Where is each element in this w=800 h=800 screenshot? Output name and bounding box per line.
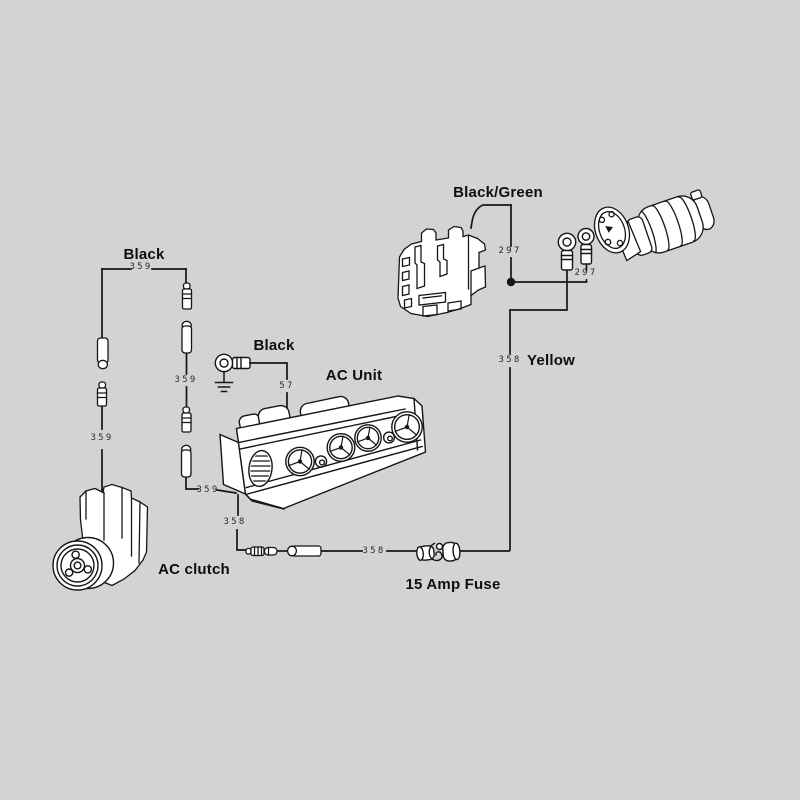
small-knob xyxy=(314,431,396,468)
ground-symbol-icon xyxy=(214,370,234,393)
ac-clutch-compressor xyxy=(52,483,149,591)
clutch-pulley xyxy=(52,536,115,591)
label-black-green: Black/Green xyxy=(453,184,543,201)
wire-number-359-right: 359 xyxy=(174,375,198,385)
label-ac-unit: AC Unit xyxy=(325,367,383,384)
wire-number-297-left: 297 xyxy=(498,246,522,256)
ring-terminal xyxy=(557,227,595,271)
vent-oval xyxy=(248,449,273,488)
wire-number-359-unit: 359 xyxy=(196,485,220,495)
cylinder-connector xyxy=(96,320,193,478)
fuse-holder xyxy=(416,541,461,562)
bullet-connector xyxy=(245,546,278,557)
ground-ring-terminal xyxy=(214,353,251,373)
wire-number-297-right: 297 xyxy=(574,268,598,278)
wire-297 xyxy=(470,204,588,283)
wire-number-359-top: 359 xyxy=(129,262,153,272)
ignition-switch xyxy=(593,189,715,262)
cylinder-connector xyxy=(286,545,322,557)
wire-number-57: 57 xyxy=(279,381,295,391)
label-fuse: 15 Amp Fuse xyxy=(405,576,501,593)
wire-number-358-bottom: 358 xyxy=(362,546,386,556)
wire-number-358-unit: 358 xyxy=(223,517,247,527)
wire-number-359-left: 359 xyxy=(90,433,114,443)
junction-dot xyxy=(506,277,516,287)
bullet-connector xyxy=(96,282,193,433)
wire-358 xyxy=(236,269,568,552)
relay-connector-block xyxy=(397,225,487,318)
label-black-ground: Black xyxy=(253,337,295,354)
ac-unit xyxy=(219,395,427,510)
wire-number-358-right: 358 xyxy=(498,355,522,365)
label-yellow: Yellow xyxy=(527,352,575,369)
label-ac-clutch: AC clutch xyxy=(158,561,230,578)
label-black-top: Black xyxy=(123,246,165,263)
